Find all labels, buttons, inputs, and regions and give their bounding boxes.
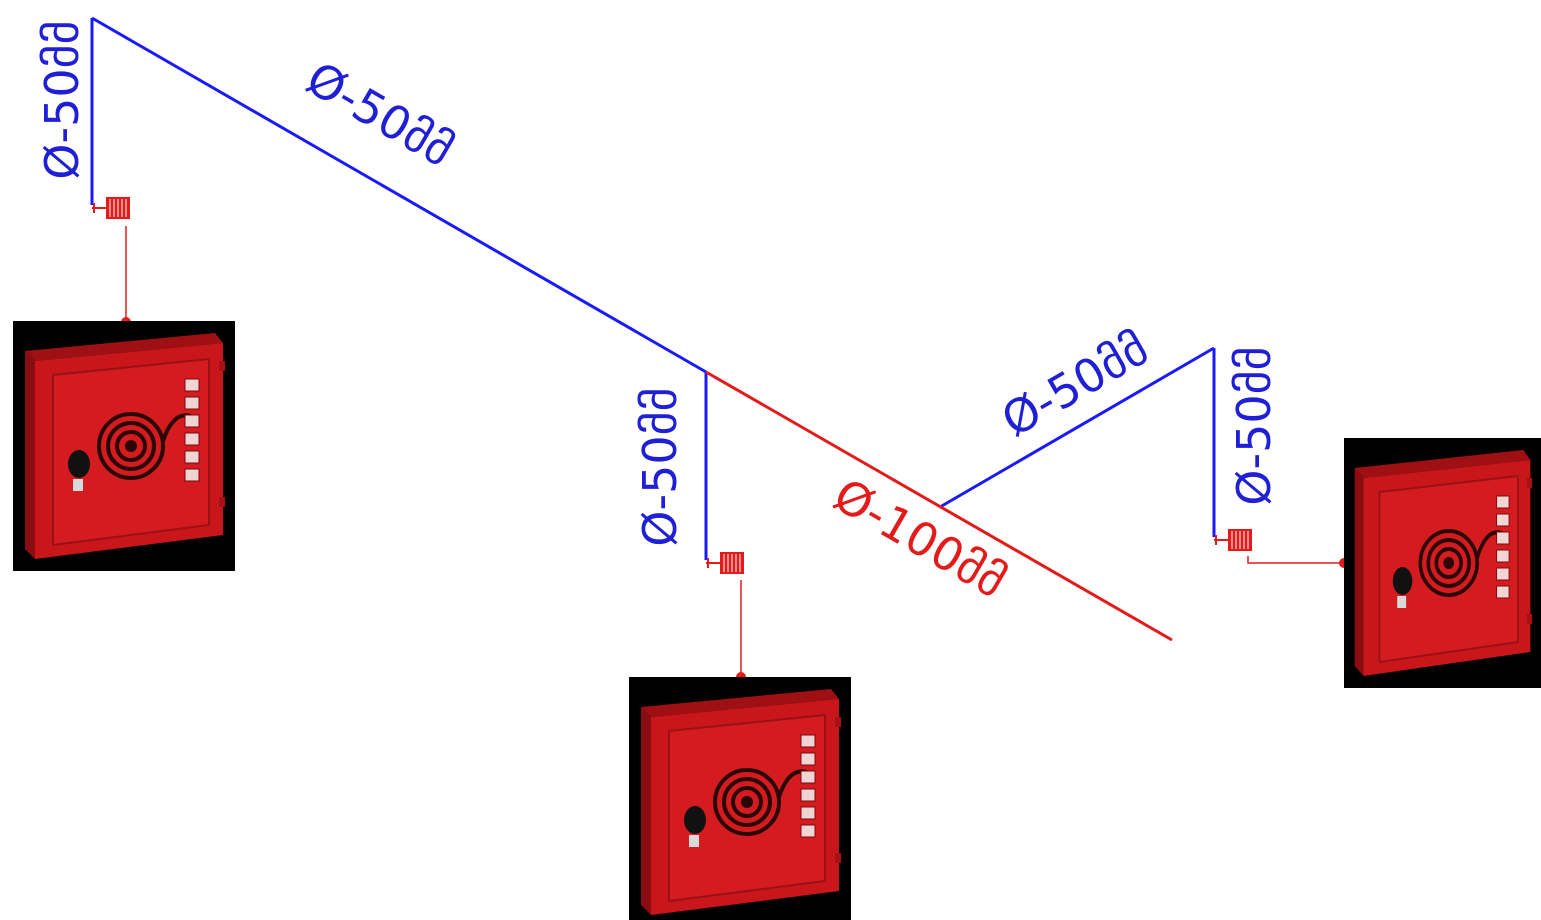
leader-lines bbox=[125, 226, 1344, 677]
fire-hose-cabinet-icon bbox=[627, 675, 853, 920]
hose-reel-icon bbox=[705, 551, 745, 575]
branch-pipes bbox=[90, 16, 1216, 560]
hose-reel-icon bbox=[91, 196, 131, 220]
riser-left-label: Ø-50მმ bbox=[35, 20, 89, 179]
main-pipe-label: Ø-100მმ bbox=[825, 468, 1015, 609]
main-pipe bbox=[705, 370, 1173, 642]
branch-upper-label: Ø-50მმ bbox=[297, 51, 462, 177]
hose-reel-icon bbox=[1213, 528, 1253, 552]
fire-hose-cabinet-icon bbox=[11, 319, 237, 573]
riser-right-label: Ø-50მმ bbox=[1227, 346, 1281, 505]
fire-hose-cabinet-icon bbox=[1344, 438, 1541, 688]
leader-line-right bbox=[1247, 556, 1344, 564]
branch-pipe-right bbox=[939, 346, 1215, 509]
riser-middle-label: Ø-50მმ bbox=[633, 387, 687, 546]
branch-pipe-upper bbox=[91, 16, 707, 374]
